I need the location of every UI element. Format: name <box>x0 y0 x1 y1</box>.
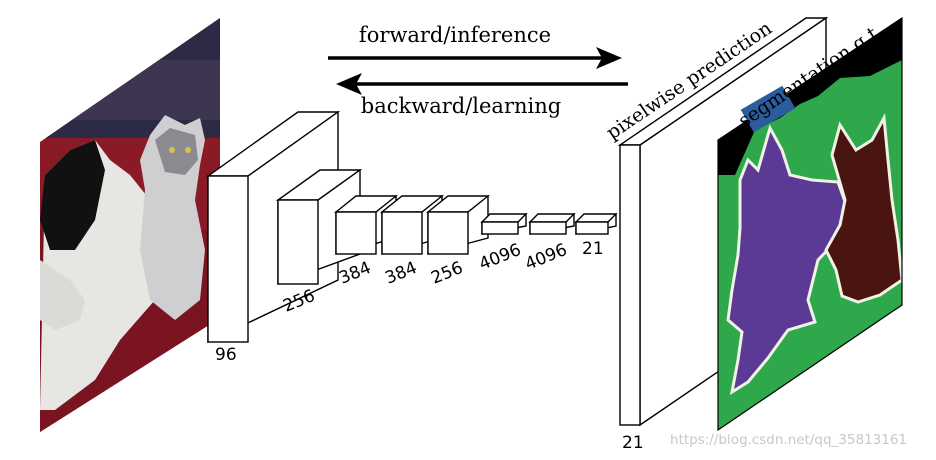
backward-label: backward/learning <box>361 94 561 118</box>
layer-box-6 <box>480 213 528 235</box>
layer-label-3: 384 <box>336 258 374 289</box>
layer-label-8: 21 <box>582 239 604 259</box>
layer-box-7 <box>528 213 576 235</box>
layer-box-2 <box>275 168 363 286</box>
input-photo <box>40 18 220 432</box>
seg-dog <box>726 124 850 396</box>
layer-label-6: 4096 <box>476 240 524 275</box>
layer-label-5: 256 <box>428 258 466 289</box>
forward-arrow <box>328 47 622 69</box>
backward-arrow <box>336 73 628 95</box>
layer-box-8 <box>574 213 618 235</box>
seg-cat <box>824 112 902 304</box>
layer-box-5 <box>426 195 490 255</box>
layer-label-1: 96 <box>215 345 237 365</box>
layer-box-3 <box>334 195 398 255</box>
layer-box-4 <box>380 195 444 255</box>
prediction-depth-label: 21 <box>622 433 644 453</box>
forward-label: forward/inference <box>359 23 551 47</box>
watermark: https://blog.csdn.net/qq_35813161 <box>670 432 907 448</box>
layer-label-7: 4096 <box>522 240 570 275</box>
legend-blue-block <box>740 85 796 133</box>
layer-label-4: 384 <box>382 258 420 289</box>
